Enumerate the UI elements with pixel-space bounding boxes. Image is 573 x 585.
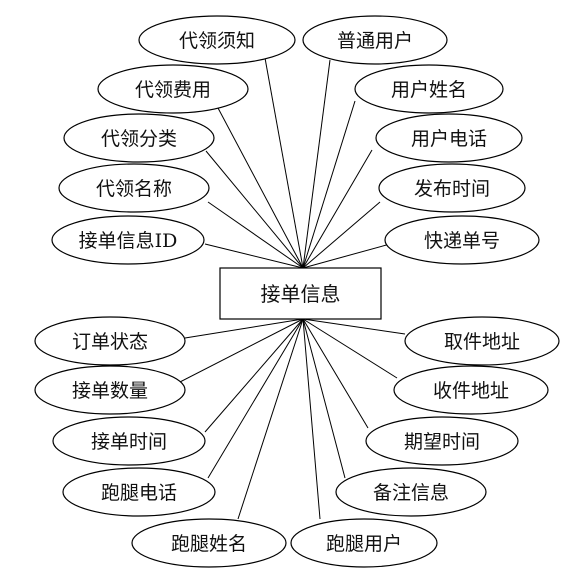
attribute-putong-yonghu: 普通用户 [302, 15, 448, 65]
attribute-ellipse-daiqu-xuzhi [138, 15, 296, 65]
attribute-beizhu-xinxi: 备注信息 [335, 467, 487, 517]
connector-yonghu-dianhua [302, 149, 373, 269]
connector-daiqu-feiyong [217, 107, 304, 269]
attribute-label-daiqu-xuzhi: 代领须知 [179, 30, 255, 52]
connector-jiedan-shuliang [179, 318, 304, 383]
attribute-label-fabu-shijian: 发布时间 [414, 178, 490, 200]
attribute-label-daiqu-feiyong: 代领费用 [135, 79, 211, 101]
attribute-ellipse-paotui-dianhua [62, 467, 216, 517]
connector-putong-yonghu [302, 59, 331, 269]
attribute-daiqu-mingcheng: 代领名称 [58, 163, 210, 213]
attribute-ellipse-yonghu-xingming [354, 64, 504, 114]
connector-kuaidi-danhao [302, 243, 391, 269]
attribute-yonghu-xingming: 用户姓名 [354, 64, 504, 114]
attribute-label-yonghu-dianhua: 用户电话 [411, 128, 487, 150]
attribute-ellipse-paotui-xingming [131, 518, 287, 568]
connector-beizhu-xinxi [302, 318, 346, 479]
attribute-label-qiwang-shijian: 期望时间 [404, 431, 480, 453]
attribute-qiwang-shijian: 期望时间 [365, 416, 519, 466]
attribute-ellipse-qiwang-shijian [365, 416, 519, 466]
attribute-ellipse-dingdan-zhuangtai [34, 316, 186, 366]
attribute-ellipse-yonghu-dianhua [375, 113, 523, 163]
attribute-label-paotui-xingming: 跑腿姓名 [171, 533, 247, 555]
connector-jiedan-shijian [204, 318, 304, 433]
attribute-ellipse-jiedan-shijian [52, 416, 206, 466]
attribute-label-beizhu-xinxi: 备注信息 [373, 482, 449, 504]
attribute-ellipse-fabu-shijian [378, 163, 526, 213]
attribute-jiedan-xinxi-id: 接单信息ID [51, 215, 205, 265]
connector-fabu-shijian [302, 201, 381, 269]
attribute-label-jiedan-shijian: 接单时间 [91, 431, 167, 453]
connector-jiedan-xinxi-id [204, 243, 304, 269]
connector-paotui-dianhua [207, 318, 304, 479]
attribute-label-jiedan-shuliang: 接单数量 [72, 380, 148, 402]
attribute-qujian-dizhi: 取件地址 [404, 316, 560, 366]
connector-daiqu-mingcheng [207, 201, 304, 269]
attribute-ellipse-paotui-yonghu [290, 518, 438, 568]
connector-yonghu-xingming [302, 100, 356, 269]
attribute-ellipse-jiedan-xinxi-id [51, 215, 205, 265]
connector-daiqu-xuzhi [264, 57, 304, 269]
attribute-label-daiqu-fenlei: 代领分类 [101, 128, 177, 150]
connector-paotui-xingming [237, 318, 304, 520]
attribute-daiqu-feiyong: 代领费用 [97, 64, 249, 114]
entity-node: 接单信息 [219, 267, 382, 320]
attribute-label-daiqu-mingcheng: 代领名称 [96, 178, 172, 200]
attribute-label-paotui-yonghu: 跑腿用户 [326, 533, 402, 555]
attribute-label-jiedan-xinxi-id: 接单信息ID [79, 230, 178, 252]
attribute-shoujian-dizhi: 收件地址 [393, 365, 549, 415]
attribute-ellipse-putong-yonghu [302, 15, 448, 65]
attribute-label-yonghu-xingming: 用户姓名 [391, 79, 467, 101]
attribute-dingdan-zhuangtai: 订单状态 [34, 316, 186, 366]
attribute-ellipse-daiqu-fenlei [63, 113, 215, 163]
attribute-fabu-shijian: 发布时间 [378, 163, 526, 213]
attribute-label-putong-yonghu: 普通用户 [337, 30, 413, 52]
attribute-ellipse-shoujian-dizhi [393, 365, 549, 415]
attribute-paotui-xingming: 跑腿姓名 [131, 518, 287, 568]
connector-qiwang-shijian [302, 318, 369, 429]
attribute-label-paotui-dianhua: 跑腿电话 [101, 482, 177, 504]
entity-label: 接单信息 [261, 282, 341, 306]
attribute-kuaidi-danhao: 快递单号 [384, 215, 540, 265]
attribute-label-kuaidi-danhao: 快递单号 [424, 230, 500, 252]
connector-lines [179, 57, 406, 520]
attribute-ellipse-beizhu-xinxi [335, 467, 487, 517]
attribute-ellipse-jiedan-shuliang [34, 365, 186, 415]
attribute-daiqu-fenlei: 代领分类 [63, 113, 215, 163]
connector-shoujian-dizhi [302, 318, 398, 379]
attribute-paotui-yonghu: 跑腿用户 [290, 518, 438, 568]
attribute-daiqu-xuzhi: 代领须知 [138, 15, 296, 65]
attribute-paotui-dianhua: 跑腿电话 [62, 467, 216, 517]
connector-qujian-dizhi [302, 318, 406, 335]
attribute-label-qujian-dizhi: 取件地址 [444, 331, 520, 353]
connector-paotui-yonghu [302, 318, 321, 520]
connector-daiqu-fenlei [205, 150, 304, 269]
entity-box [219, 267, 382, 320]
attribute-ellipse-daiqu-mingcheng [58, 163, 210, 213]
attribute-jiedan-shijian: 接单时间 [52, 416, 206, 466]
connector-dingdan-zhuangtai [184, 318, 304, 339]
attribute-jiedan-shuliang: 接单数量 [34, 365, 186, 415]
attribute-ellipse-kuaidi-danhao [384, 215, 540, 265]
attribute-label-shoujian-dizhi: 收件地址 [433, 380, 509, 402]
attribute-yonghu-dianhua: 用户电话 [375, 113, 523, 163]
attribute-ellipse-qujian-dizhi [404, 316, 560, 366]
attribute-label-dingdan-zhuangtai: 订单状态 [72, 331, 148, 353]
attribute-ellipse-daiqu-feiyong [97, 64, 249, 114]
